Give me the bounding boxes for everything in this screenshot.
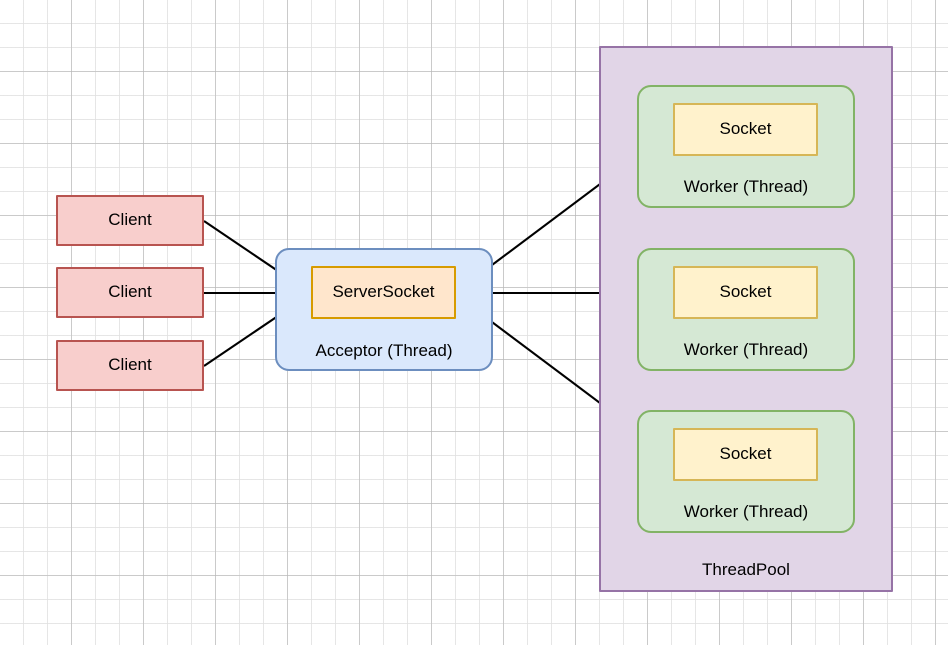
socket-label-3: Socket — [719, 444, 772, 464]
threadpool-label: ThreadPool — [702, 559, 790, 579]
client-label-2: Client — [108, 282, 152, 302]
client-node-3[interactable]: Client — [56, 340, 204, 391]
socket-label-2: Socket — [719, 282, 772, 302]
socket-label-1: Socket — [719, 119, 772, 139]
client-label-1: Client — [108, 210, 152, 230]
client-label-3: Client — [108, 355, 152, 375]
acceptor-label: Acceptor (Thread) — [315, 340, 453, 360]
serversocket-label: ServerSocket — [332, 282, 435, 302]
socket-node-2[interactable]: Socket — [673, 266, 818, 319]
socket-node-1[interactable]: Socket — [673, 103, 818, 156]
worker-label-2: Worker (Thread) — [683, 339, 809, 359]
client-node-2[interactable]: Client — [56, 267, 204, 318]
worker-label-1: Worker (Thread) — [683, 176, 809, 196]
socket-node-3[interactable]: Socket — [673, 428, 818, 481]
client-node-1[interactable]: Client — [56, 195, 204, 246]
serversocket-node[interactable]: ServerSocket — [311, 266, 456, 319]
worker-label-3: Worker (Thread) — [683, 501, 809, 521]
